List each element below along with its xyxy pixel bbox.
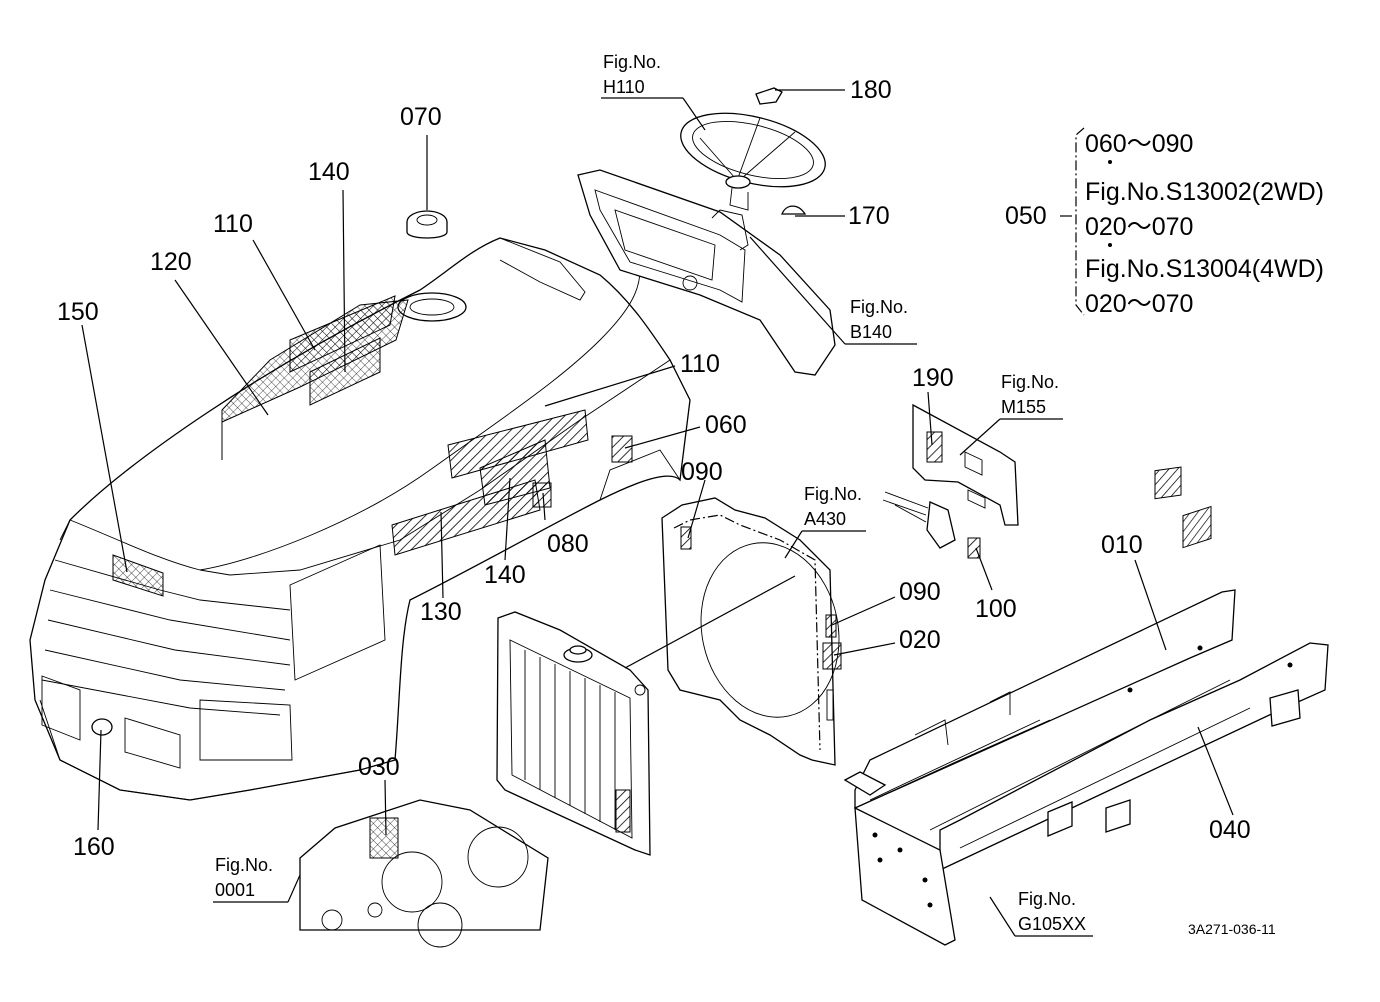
fuel-cap <box>406 210 448 239</box>
drawing-code: 3A271-036-11 <box>1188 921 1276 937</box>
figref-h110-number: H110 <box>603 77 645 97</box>
figref-g105-number: G105XX <box>1018 914 1086 934</box>
decal-090-shroud-right <box>825 614 837 638</box>
radiator <box>496 611 651 856</box>
figref-0001-caption: Fig.No. <box>215 855 273 875</box>
callout-080: 080 <box>547 530 589 558</box>
callout-100: 100 <box>975 595 1017 623</box>
engine-block <box>299 799 549 948</box>
figref-h110-caption: Fig.No. <box>603 52 661 72</box>
note-line-2: Fig.No.S13002(2WD) <box>1085 178 1324 206</box>
chassis-frame <box>843 466 1329 946</box>
decal-190 <box>926 431 943 463</box>
figref-a430-caption: Fig.No. <box>804 484 862 504</box>
hood-assembly <box>29 210 691 801</box>
callout-030: 030 <box>358 753 400 781</box>
figref-m155-caption: Fig.No. <box>1001 372 1059 392</box>
note-line-5: 020～070 <box>1085 290 1193 318</box>
figure-references: Fig.No. H110 Fig.No. B140 Fig.No. M155 F… <box>215 52 1086 934</box>
decal-110-top <box>289 295 396 373</box>
callout-050: 050 <box>1005 202 1047 230</box>
callout-150: 150 <box>57 298 99 326</box>
decal-020 <box>822 642 842 670</box>
decal-030 <box>369 817 399 859</box>
callout-110-top: 110 <box>213 210 253 238</box>
figref-b140-caption: Fig.No. <box>850 297 908 317</box>
callout-labels: 180 170 070 140 110 120 150 110 060 090 … <box>57 76 1251 861</box>
callout-110-side: 110 <box>680 350 720 378</box>
callout-140-top: 140 <box>308 158 350 186</box>
callout-060: 060 <box>705 411 747 439</box>
leader-lines <box>81 89 1234 937</box>
figref-0001-number: 0001 <box>215 880 255 900</box>
decal-080 <box>532 482 552 508</box>
dashboard-assembly <box>577 87 836 376</box>
note-line-4: Fig.No.S13004(4WD) <box>1085 255 1324 283</box>
harness-bracket <box>882 403 1019 559</box>
callout-040: 040 <box>1209 816 1251 844</box>
callout-180: 180 <box>850 76 892 104</box>
assembly-note: 050 060～090 Fig.No.S13002(2WD) 020～070 F… <box>1005 130 1324 318</box>
figref-b140-number: B140 <box>850 322 892 342</box>
decal-100 <box>967 537 981 559</box>
callout-010: 010 <box>1101 531 1143 559</box>
callout-070: 070 <box>400 103 442 131</box>
decal-110-side <box>447 409 589 479</box>
callout-170: 170 <box>848 202 890 230</box>
decal-040 <box>1182 505 1212 549</box>
callout-090-shroud: 090 <box>681 458 723 486</box>
decal-090-shroud-left <box>680 526 692 550</box>
callout-090-right: 090 <box>899 578 941 606</box>
callout-130: 130 <box>420 598 462 626</box>
decal-010 <box>1154 466 1182 500</box>
note-line-3: 020～070 <box>1085 213 1193 241</box>
figref-a430-number: A430 <box>804 509 846 529</box>
note-line-1: 060～090 <box>1085 130 1193 158</box>
callout-160: 160 <box>73 833 115 861</box>
decal-060 <box>611 435 633 463</box>
callout-120: 120 <box>150 248 192 276</box>
callout-020: 020 <box>899 626 941 654</box>
figref-g105-caption: Fig.No. <box>1018 889 1076 909</box>
fan-shroud <box>661 497 842 766</box>
figref-m155-number: M155 <box>1001 397 1046 417</box>
callout-140-side: 140 <box>484 561 526 589</box>
callout-190: 190 <box>912 364 954 392</box>
